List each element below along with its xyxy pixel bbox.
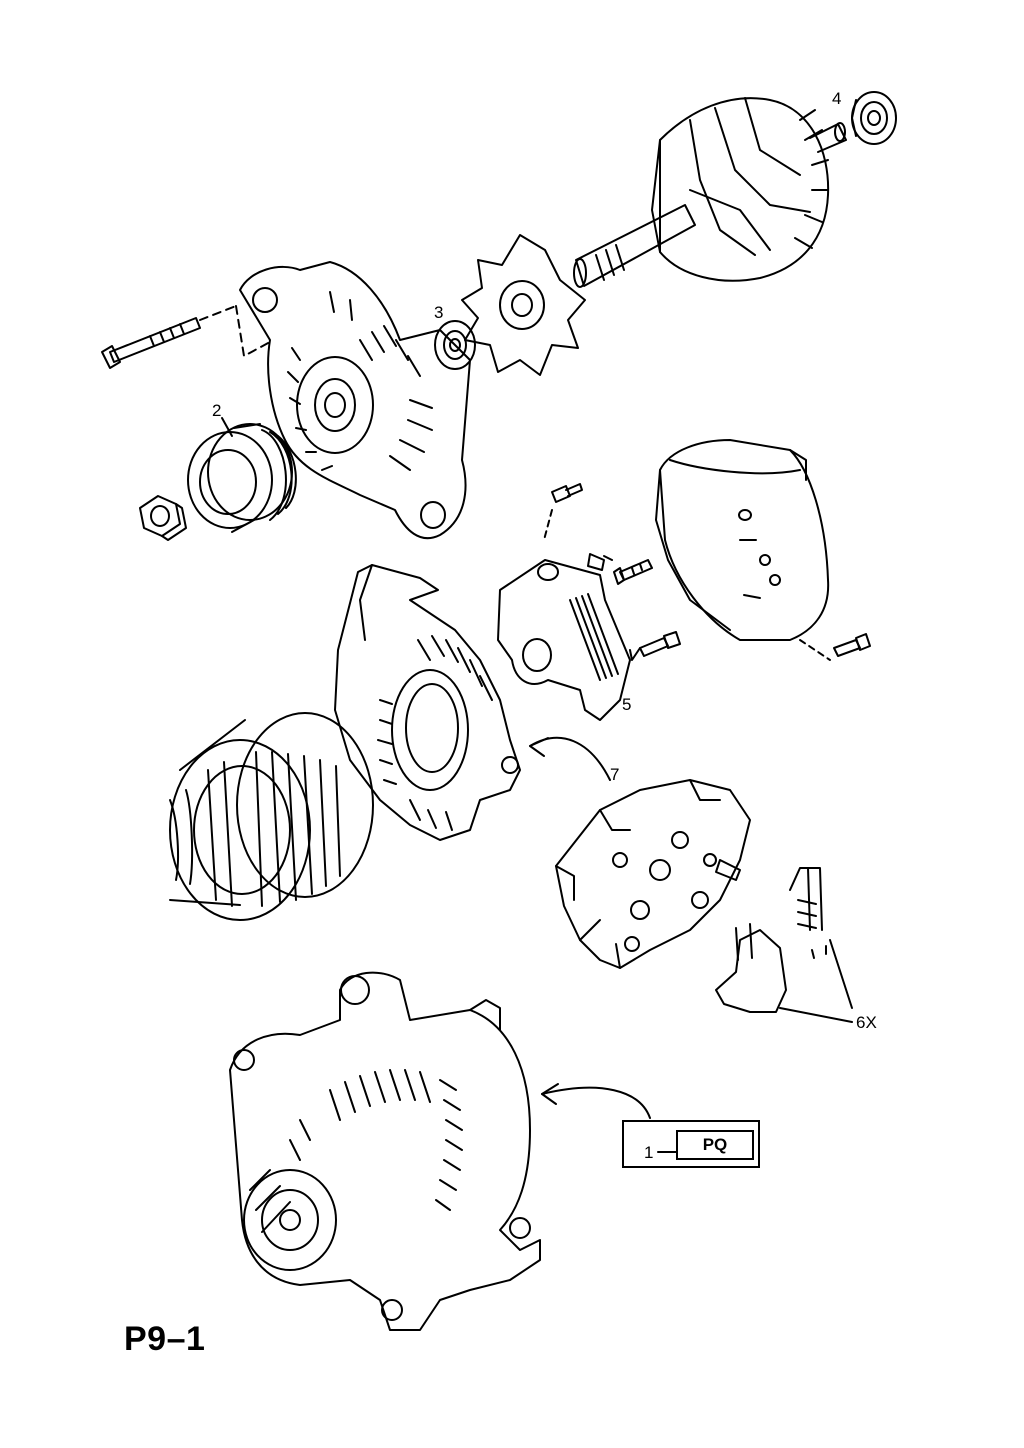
rear-housing [334,564,521,841]
brush-holder [715,867,827,1013]
arrow-1 [541,1083,651,1119]
screw-lower [629,631,681,661]
stator [169,712,374,921]
page-code: P9–1 [124,1320,206,1358]
screw-cap [799,633,871,661]
callout-7: 7 [610,765,620,784]
fan [461,234,586,376]
reference-box [622,1120,760,1168]
callout-2: 2 [212,401,222,420]
regulator [497,553,631,721]
bearing-3 [434,320,476,370]
reference-number: 1 [644,1143,654,1162]
front-housing [239,261,471,540]
nut [139,495,187,541]
rectifier [555,779,751,969]
callout-2-leader [221,417,233,437]
callout-6x-leaders [779,939,853,1023]
pulley [187,423,297,533]
callout-5: 5 [622,695,632,714]
reference-code: PQ [676,1130,754,1160]
screw-middle [613,559,653,585]
callout-4: 4 [832,89,842,108]
assembled-alternator [229,971,541,1331]
rear-cover [655,439,830,641]
arrow-7 [529,736,611,781]
rotor [573,97,847,288]
bearing-4 [851,91,897,145]
through-bolt [101,305,271,369]
callout-3: 3 [434,303,444,322]
screw-top [543,483,583,541]
callout-6x: 6X [856,1013,877,1032]
